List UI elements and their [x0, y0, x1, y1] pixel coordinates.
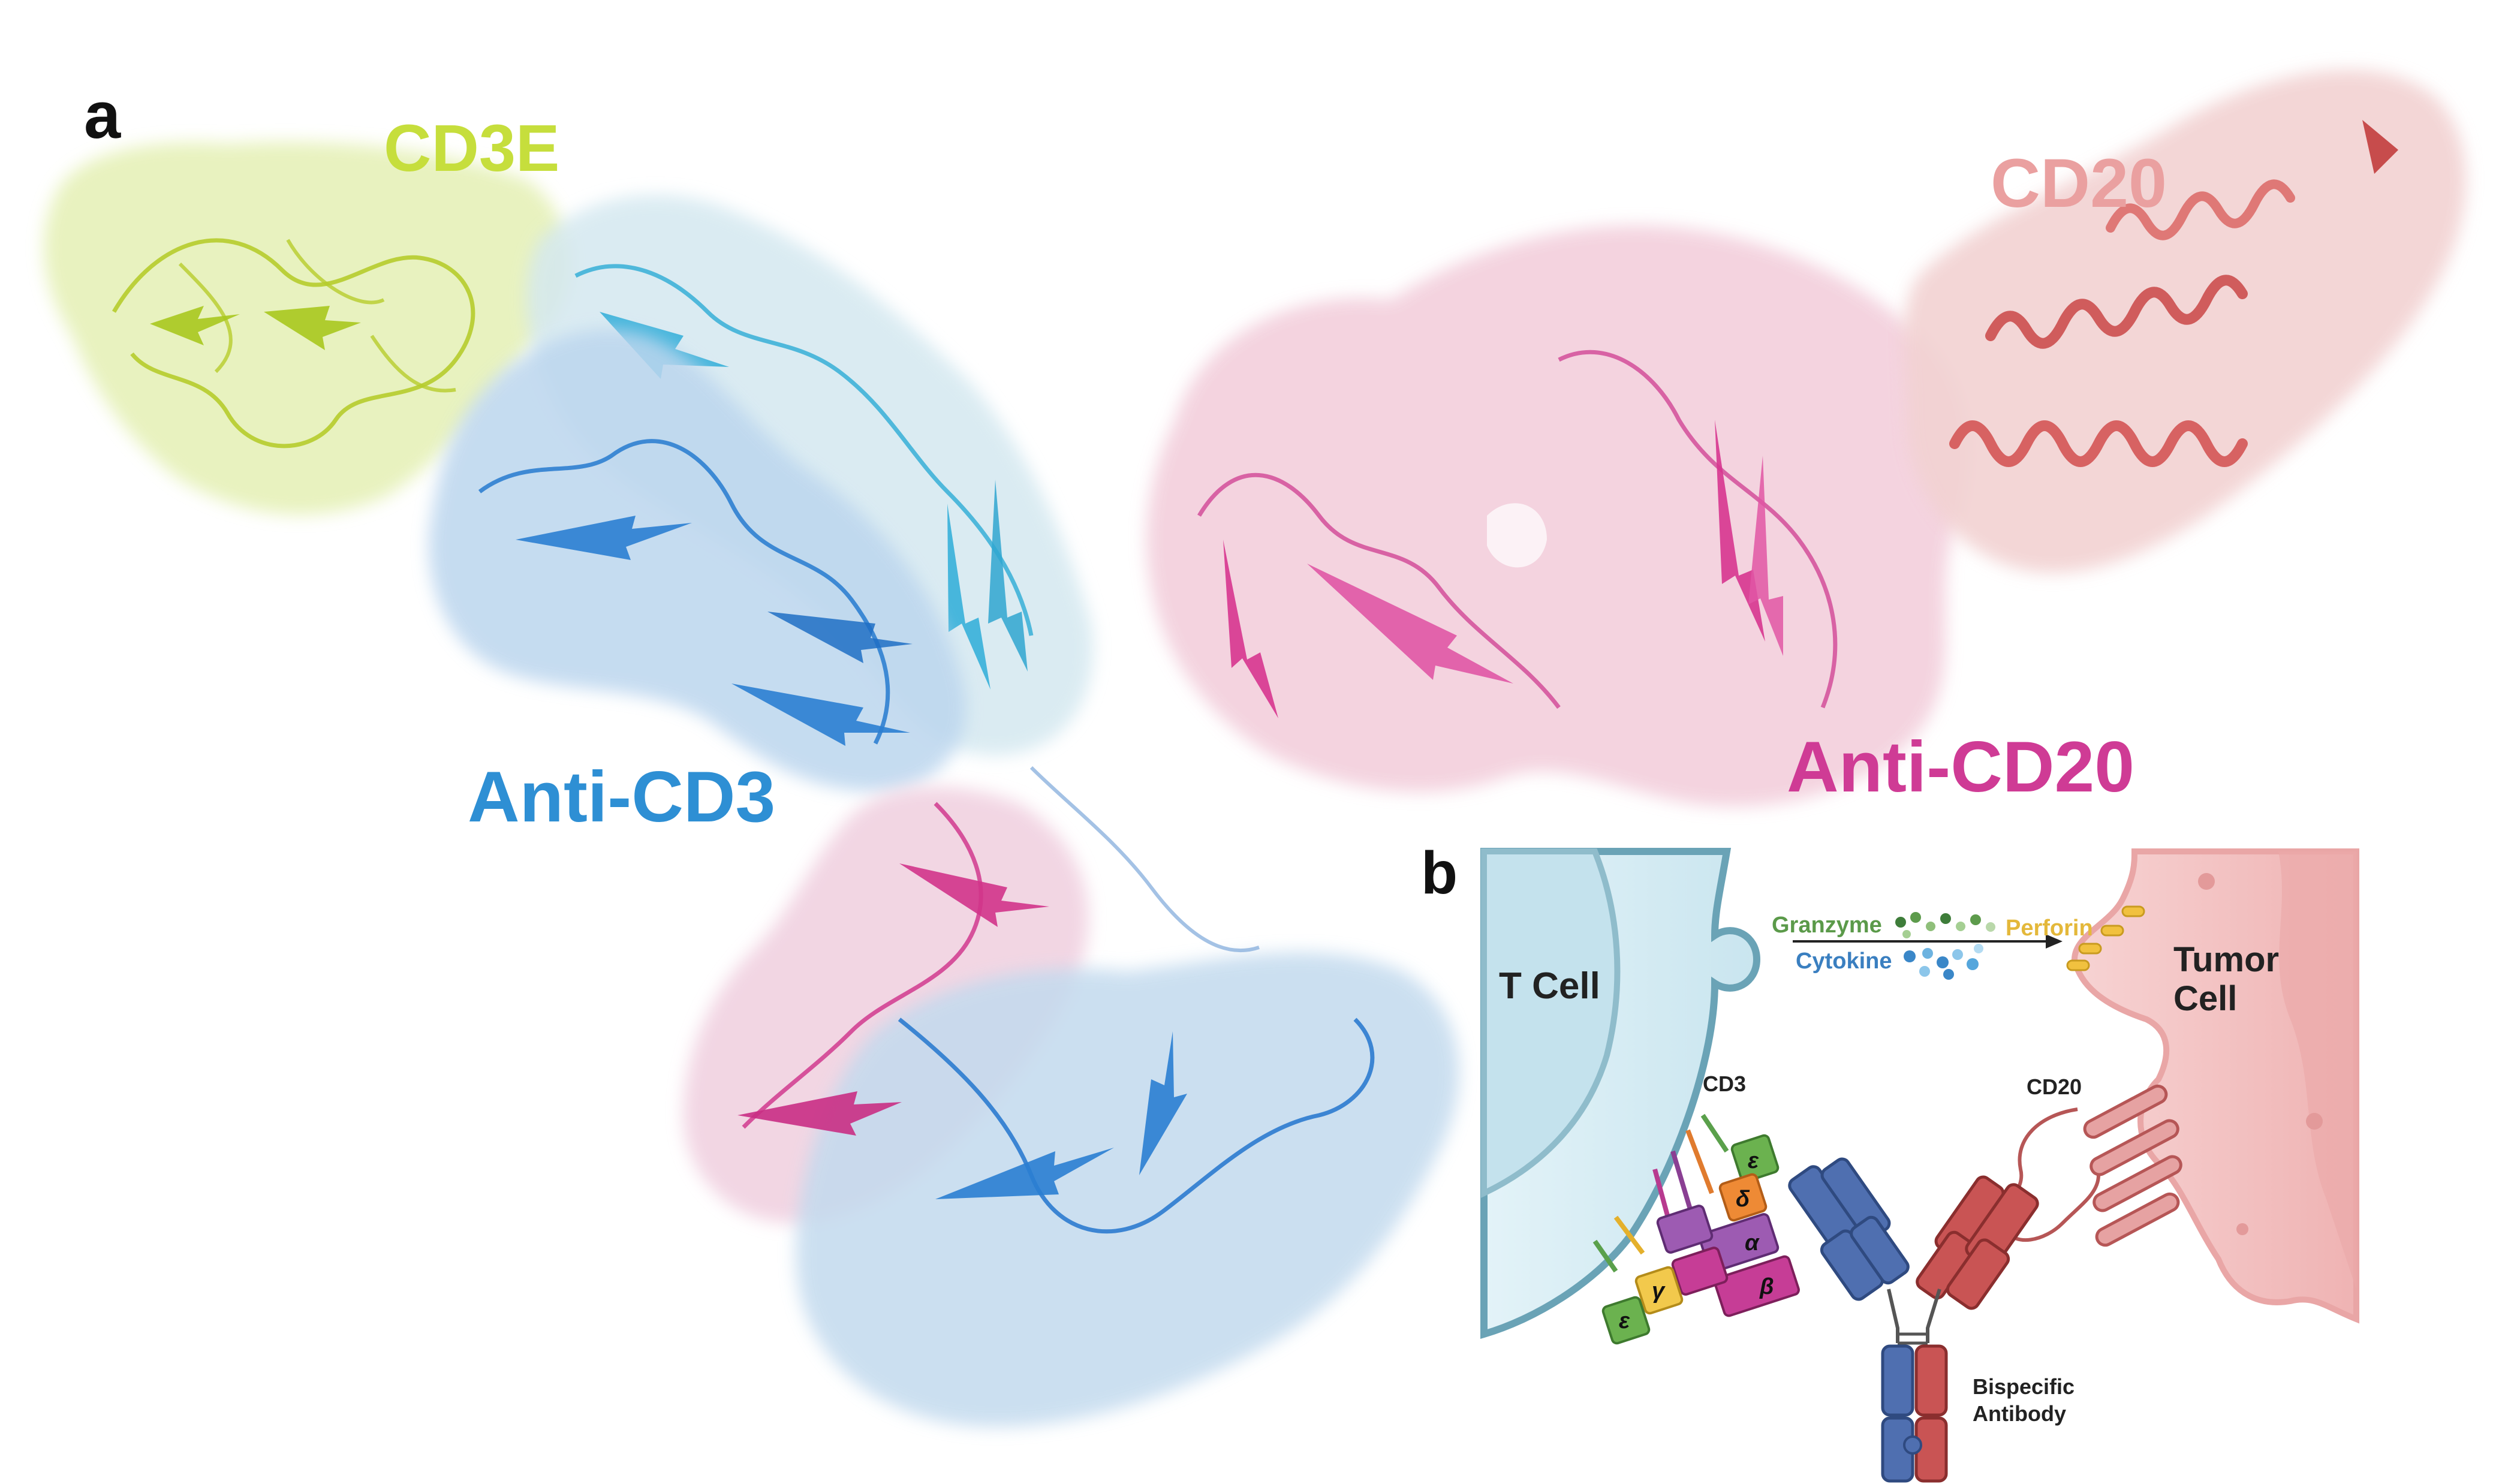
antibody-label-line2: Antibody [1973, 1401, 2066, 1426]
cd3-beta-stem [1671, 1247, 1729, 1296]
cd3-beta [1714, 1255, 1800, 1317]
cd3-alpha-stem [1656, 1205, 1714, 1254]
cd20-receptor-label: CD20 [2027, 1074, 2082, 1099]
panel-b-schematic: T Cell Tumor Cell Granzyme [1421, 839, 2359, 1483]
antibody-label-line1: Bispecific [1973, 1374, 2075, 1399]
anti-cd20-domain [1146, 225, 1967, 807]
tumor-cell-label-line1: Tumor [2173, 940, 2279, 979]
label-cd20: CD20 [1991, 145, 2167, 222]
tumor-cell-label-line2: Cell [2173, 979, 2237, 1018]
label-cd3e: CD3E [384, 112, 559, 185]
anti-cd3-heavy-domain [429, 329, 966, 791]
cd3-delta-label: δ [1736, 1187, 1750, 1212]
label-anti-cd20: Anti-CD20 [1787, 727, 2134, 807]
cytokine-particles [1904, 944, 1983, 980]
panel-a-structure [44, 70, 2466, 1427]
cd20-domain [1904, 70, 2466, 573]
bispecific-antibody [1788, 1157, 2039, 1483]
cd3-gamma [1634, 1266, 1684, 1315]
cd3-epsilon-top-label: ε [1748, 1148, 1759, 1173]
panel-b-letter: b [1421, 839, 1458, 907]
perforin-label: Perforin [2006, 916, 2093, 941]
cd3-epsilon-bottom-label: ε [1619, 1308, 1630, 1334]
cd3e-domain [44, 142, 570, 515]
release-arrow [1793, 934, 2063, 949]
tumor-cell [2071, 848, 2359, 1324]
cd3-epsilon-top [1730, 1134, 1780, 1183]
cytokine-label: Cytokine [1796, 949, 1892, 974]
granzyme-label: Granzyme [1772, 913, 1882, 938]
panel-a-letter: a [84, 79, 121, 152]
cd3-epsilon-bottom [1601, 1296, 1651, 1345]
t-cell [1480, 848, 1761, 1339]
cd3-beta-label: β [1759, 1274, 1774, 1299]
cd3-label: CD3 [1703, 1071, 1746, 1096]
fc-region [684, 766, 1459, 1427]
label-anti-cd3: Anti-CD3 [468, 757, 775, 837]
cd3-delta [1718, 1173, 1768, 1222]
cd3-alpha-label: α [1745, 1230, 1760, 1256]
cd3-complex: ε δ α β γ ε [1592, 1113, 1800, 1345]
t-cell-label: T Cell [1499, 965, 1600, 1007]
cd3-gamma-label: γ [1652, 1278, 1666, 1304]
perforin-pores [2066, 905, 2145, 971]
granzyme-particles [1895, 912, 1995, 938]
